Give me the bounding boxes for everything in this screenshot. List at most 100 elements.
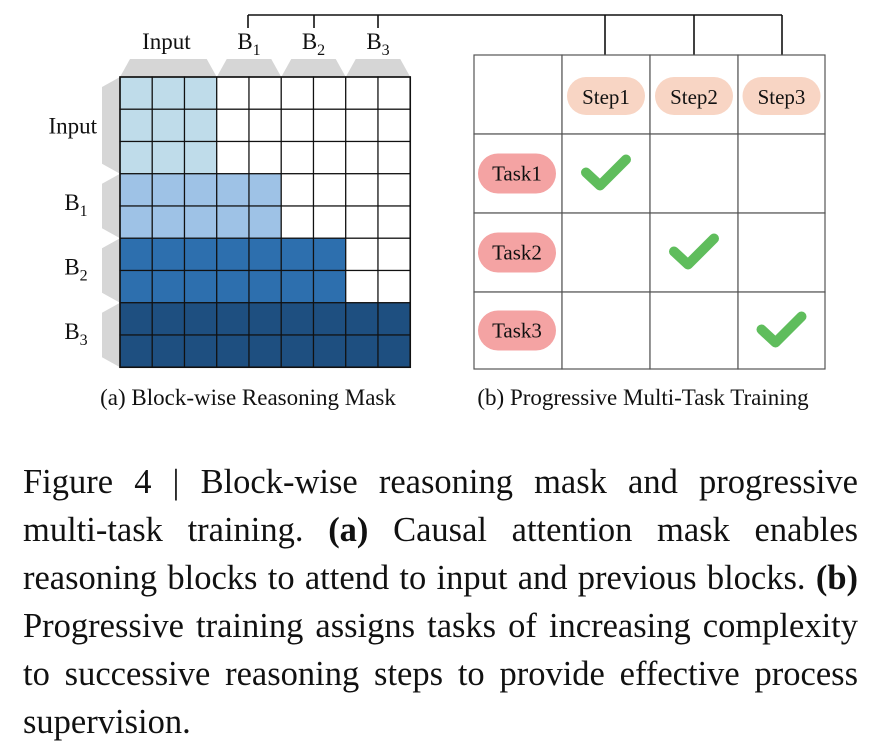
row-bracket — [102, 77, 120, 174]
mask-cell — [280, 334, 315, 368]
mask-cell — [151, 173, 186, 207]
mask-cell — [151, 76, 186, 110]
mask-cell — [280, 302, 315, 336]
mask-cell — [119, 237, 153, 272]
mask-cell — [345, 173, 379, 207]
mask-cell — [377, 76, 411, 110]
mask-grid-border — [119, 76, 412, 369]
mask-cell — [248, 269, 282, 304]
mask-cell — [345, 140, 379, 175]
task-pill — [478, 232, 556, 273]
mask-cell — [248, 205, 282, 239]
mask-cell — [151, 205, 186, 239]
mask-cell — [248, 334, 282, 368]
caption-a-label: (a) — [328, 511, 369, 549]
check-icon — [756, 311, 807, 348]
mask-cell — [119, 205, 153, 239]
mask-cell — [280, 173, 315, 207]
mask-cell — [312, 269, 347, 304]
step-pill — [655, 77, 733, 115]
mask-cell — [216, 140, 250, 175]
mask-cell — [216, 237, 250, 272]
mask-cell — [377, 334, 411, 368]
mask-cell — [183, 140, 218, 175]
column-bracket — [345, 59, 411, 77]
mask-cell — [119, 108, 153, 143]
mask-cell — [312, 205, 347, 239]
column-bracket — [120, 59, 217, 77]
mask-cell — [151, 237, 186, 272]
step-pill — [567, 77, 645, 115]
mask-cell — [377, 302, 411, 336]
mask-cell — [183, 173, 218, 207]
mask-cell — [280, 237, 315, 272]
mask-cell — [377, 108, 411, 143]
mask-cell — [312, 140, 347, 175]
caption-b-label: (b) — [815, 559, 859, 597]
mask-cell — [345, 269, 379, 304]
training-cell — [473, 54, 563, 135]
caption-b-text: Progressive training assigns tasks of in… — [23, 607, 858, 741]
check-icon — [581, 154, 631, 191]
mask-cell — [151, 108, 186, 143]
mask-cell — [216, 205, 250, 239]
mask-cell — [345, 334, 379, 368]
mask-cell — [312, 302, 347, 336]
mask-cell — [216, 108, 250, 143]
mask-cell — [345, 302, 379, 336]
mask-cell — [151, 302, 186, 336]
mask-cell — [248, 140, 282, 175]
panel-b-caption: (b) Progressive Multi-Task Training — [477, 385, 809, 410]
row-label: Input — [48, 113, 97, 138]
mask-cell — [248, 76, 282, 110]
task-label: Task3 — [492, 319, 542, 343]
step-label: Step3 — [758, 85, 806, 109]
mask-cell — [119, 269, 153, 304]
mask-cell — [312, 76, 347, 110]
row-bracket — [102, 302, 120, 368]
training-cell — [561, 212, 651, 293]
mask-cell — [119, 140, 153, 175]
row-label: B2 — [64, 255, 87, 285]
row-bracket — [102, 238, 120, 303]
mask-cell — [312, 173, 347, 207]
row-label: B1 — [64, 190, 87, 220]
mask-cell — [119, 334, 153, 368]
mask-cell — [183, 237, 218, 272]
training-cell — [649, 291, 739, 370]
panel-a-caption: (a) Block-wise Reasoning Mask — [100, 385, 396, 410]
mask-cell — [345, 108, 379, 143]
mask-cell — [183, 108, 218, 143]
mask-cell — [280, 76, 315, 110]
mask-cell — [119, 76, 153, 110]
mask-cell — [151, 269, 186, 304]
mask-cell — [345, 237, 379, 272]
mask-cell — [151, 140, 186, 175]
mask-cell — [377, 205, 411, 239]
mask-cell — [345, 76, 379, 110]
caption-prefix: Figure 4 | Block-wise reasoning mask and… — [23, 463, 858, 549]
task-label: Task1 — [492, 162, 542, 186]
mask-cell — [216, 334, 250, 368]
column-label: B3 — [366, 29, 389, 59]
mask-cell — [248, 108, 282, 143]
column-label: Input — [142, 29, 191, 54]
mask-cell — [377, 237, 411, 272]
mask-cell — [151, 334, 186, 368]
mask-cell — [183, 334, 218, 368]
mask-cell — [312, 237, 347, 272]
mask-cell — [119, 302, 153, 336]
training-cell — [737, 212, 826, 293]
mask-cell — [183, 76, 218, 110]
training-cell — [737, 133, 826, 214]
figure-caption: Figure 4 | Block-wise reasoning mask and… — [23, 458, 858, 746]
task-pill — [478, 153, 556, 194]
column-bracket — [216, 59, 282, 77]
task-pill — [478, 310, 556, 351]
check-icon — [669, 233, 719, 270]
mask-cell — [183, 205, 218, 239]
column-label: B1 — [237, 29, 260, 59]
row-label: B3 — [64, 319, 87, 349]
mask-cell — [183, 269, 218, 304]
